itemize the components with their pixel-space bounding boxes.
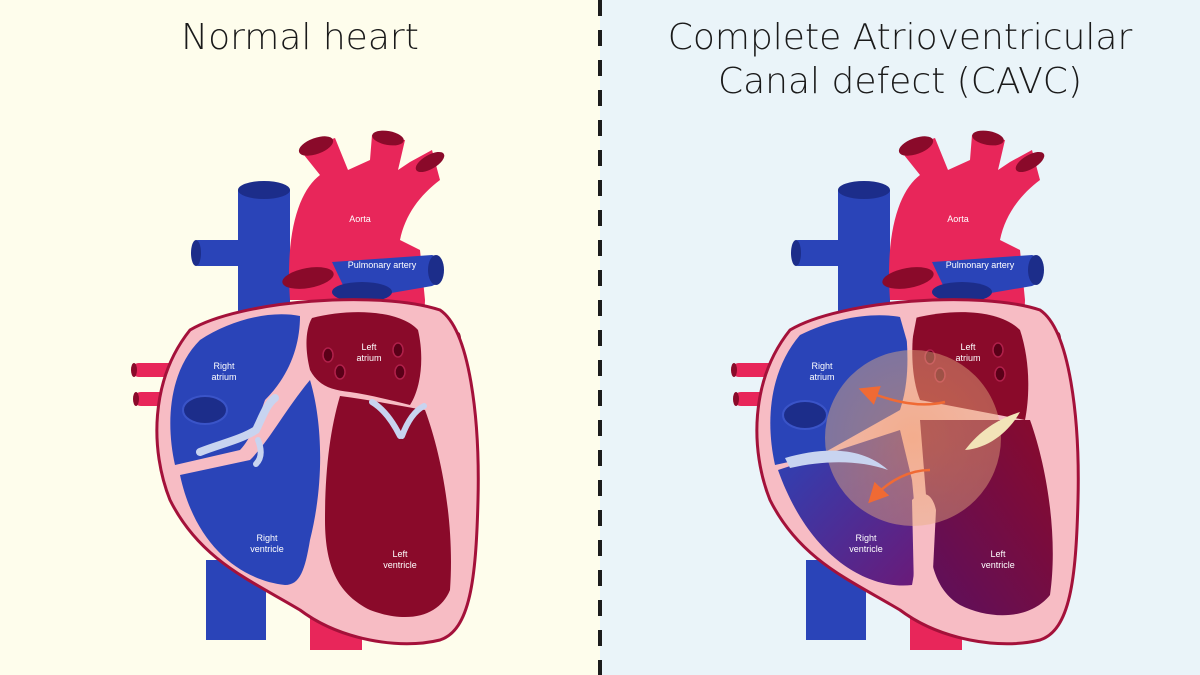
shunt-arrow-upper [858, 386, 946, 406]
right-atrium-label-line2: atrium [809, 372, 834, 382]
common-av-valve-left-leaflet [785, 450, 888, 470]
cavc-title-line1: Complete Atrioventricular [667, 17, 1133, 58]
left-atrium-label-line1: Left [361, 342, 377, 352]
left-atrium-chamber [306, 312, 422, 405]
mitral-valve [369, 399, 427, 439]
tricuspid-valve [196, 394, 279, 456]
atrial-septum-stub [898, 310, 918, 352]
panel-divider [598, 0, 602, 675]
septal-defect-highlight [825, 350, 1001, 526]
left-atrium-label-line2: atrium [955, 353, 980, 363]
left-ventricle-chamber [325, 396, 451, 618]
right-atrium-chamber [170, 314, 300, 465]
left-atrium-label-line1: Left [960, 342, 976, 352]
left-ventricle-label-line1: Left [990, 549, 1006, 559]
left-ventricle-label-line1: Left [392, 549, 408, 559]
pulmonary-artery [932, 255, 1044, 302]
right-ventricle-label-line1: Right [855, 533, 877, 543]
right-ventricle-label-line1: Right [256, 533, 278, 543]
right-ventricle-label-line2: ventricle [849, 544, 883, 554]
left-atrium-label-line2: atrium [356, 353, 381, 363]
right-atrium-label-line2: atrium [211, 372, 236, 382]
cavc-title-line2: Canal defect (CAVC) [717, 61, 1082, 102]
aorta-label: Aorta [947, 214, 969, 224]
right-atrium-label-line1: Right [213, 361, 235, 371]
pulmonary-artery-label: Pulmonary artery [946, 260, 1015, 270]
normal-heart-illustration: Aorta Pulmonary artery Right atrium Left… [131, 130, 480, 650]
common-av-valve-right-leaflet [965, 412, 1020, 450]
aorta-label: Aorta [349, 214, 371, 224]
pulmonary-artery [332, 255, 444, 302]
pulmonary-artery-label: Pulmonary artery [348, 260, 417, 270]
right-ventricle-label-line2: ventricle [250, 544, 284, 554]
cavc-heart-illustration: Aorta Pulmonary artery Right atrium Left… [731, 130, 1080, 650]
cavc-panel: Complete Atrioventricular Canal defect (… [600, 0, 1200, 675]
right-ventricle-chamber [180, 380, 321, 585]
shunt-arrow-lower [868, 468, 931, 504]
left-ventricle-label-line2: ventricle [981, 560, 1015, 570]
normal-heart-panel: Normal heart [0, 0, 600, 675]
normal-heart-title: Normal heart [181, 17, 419, 58]
cavc-title: Complete Atrioventricular Canal defect (… [600, 16, 1200, 104]
left-ventricle-label-line2: ventricle [383, 560, 417, 570]
right-atrium-label-line1: Right [811, 361, 833, 371]
